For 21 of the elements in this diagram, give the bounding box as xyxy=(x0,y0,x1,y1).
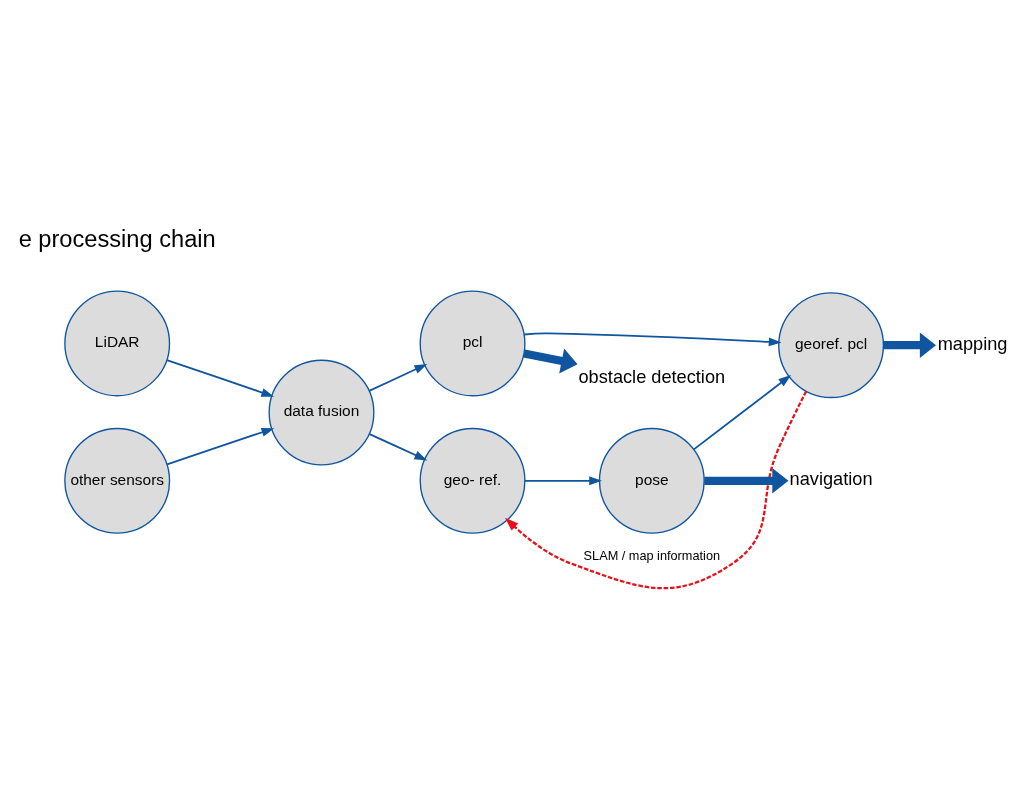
arrow xyxy=(166,427,275,465)
arrow xyxy=(524,475,602,485)
node-circle: data fusion xyxy=(268,359,375,466)
label: e processing chain xyxy=(18,225,216,252)
edge-label: SLAM / map information xyxy=(583,547,721,563)
arrow xyxy=(368,432,428,460)
arrow xyxy=(693,374,792,450)
node-circle: pose xyxy=(598,427,705,534)
arrow xyxy=(523,331,782,346)
arrow xyxy=(505,390,808,589)
node-circle: other sensors xyxy=(64,427,171,534)
node-circle: LiDAR xyxy=(64,289,171,396)
arrow xyxy=(368,363,428,392)
arrow xyxy=(165,358,275,397)
arrow xyxy=(523,348,578,373)
arrow xyxy=(704,467,789,494)
node-text: mapping xyxy=(937,333,1008,354)
node-circle: pcl xyxy=(419,289,526,396)
node-text: navigation xyxy=(789,468,873,489)
arrow xyxy=(883,331,937,358)
node-text: obstacle detection xyxy=(578,366,726,387)
